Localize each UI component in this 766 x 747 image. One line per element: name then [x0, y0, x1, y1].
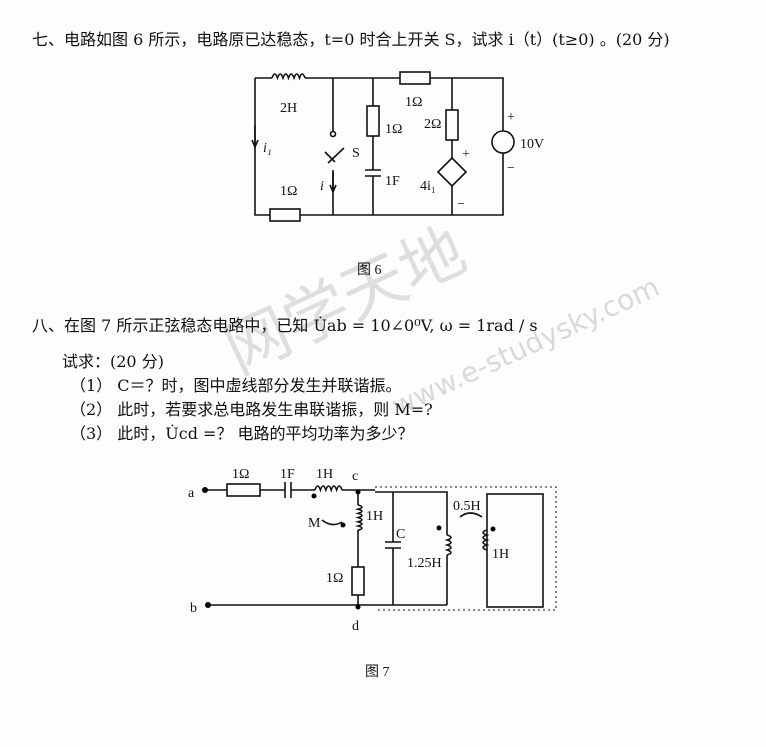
label-minus-source: −	[507, 161, 515, 176]
label-2H: 2H	[280, 101, 297, 116]
question-8-item-2: （2） 此时，若要求总电路发生串联谐振，则 M=?	[70, 400, 433, 419]
label-4i1: 4i₁	[420, 179, 436, 194]
label-1ohm-bottom: 1Ω	[280, 184, 297, 199]
label-S: S	[352, 146, 360, 161]
label-i1: i₁	[263, 141, 272, 156]
question-8-text: 八、在图 7 所示正弦稳态电路中，已知 U̇ab = 10∠0⁰V, ω = 1…	[32, 316, 538, 335]
question-8-item-3: （3） 此时，U̇cd =？ 电路的平均功率为多少？	[70, 424, 414, 443]
label-10V: 10V	[520, 137, 544, 152]
figure-7-caption: 图 7	[365, 665, 390, 680]
label-1H-series: 1H	[316, 467, 333, 482]
label-M: M	[308, 516, 321, 531]
node-d: d	[352, 619, 359, 634]
label-C: C	[396, 527, 405, 542]
label-1.25H: 1.25H	[407, 556, 442, 571]
question-7-text: 七、电路如图 6 所示，电路原已达稳态，t=0 时合上开关 S，试求 i（t）(…	[32, 30, 670, 49]
label-i: i	[320, 179, 324, 194]
label-1ohm-top: 1Ω	[405, 95, 422, 110]
label-1ohm-shunt: 1Ω	[326, 571, 343, 586]
question-8-item-1: （1） C＝？时，图中虚线部分发生并联谐振。	[70, 376, 402, 395]
label-2ohm: 2Ω	[424, 117, 441, 132]
node-a: a	[188, 486, 195, 501]
label-1H-secondary: 1H	[492, 547, 509, 562]
label-1F: 1F	[280, 467, 295, 482]
figure-6-caption: 图 6	[357, 263, 382, 278]
label-1ohm-mid: 1Ω	[385, 122, 402, 137]
label-1H-shunt: 1H	[366, 509, 383, 524]
label-1F: 1F	[385, 174, 400, 189]
label-plus-source: +	[507, 110, 515, 125]
node-b: b	[190, 601, 197, 616]
question-8-ask: 试求：(20 分)	[62, 352, 164, 371]
label-plus-dep: +	[462, 147, 470, 162]
node-c: c	[352, 469, 358, 484]
label-1ohm-series: 1Ω	[232, 467, 249, 482]
label-minus-dep: −	[457, 197, 465, 212]
label-0.5H: 0.5H	[453, 499, 481, 514]
